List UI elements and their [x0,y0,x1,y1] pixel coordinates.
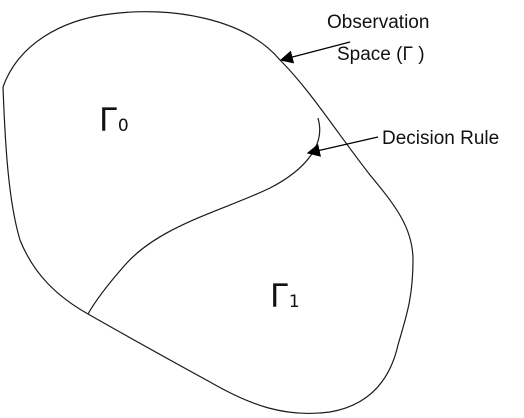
observation-space-arrow [279,41,351,64]
observation-space-label-line2: Space (Γ ) [337,44,425,65]
observation-space-boundary [2,11,414,415]
region-gamma-0-label: Γ0 [99,101,129,139]
decision-rule-label: Decision Rule [382,128,499,149]
region-gamma-1-label: Γ1 [270,277,300,315]
decision-rule-arrow [306,136,379,157]
observation-space-label-line1: Observation [327,12,429,33]
